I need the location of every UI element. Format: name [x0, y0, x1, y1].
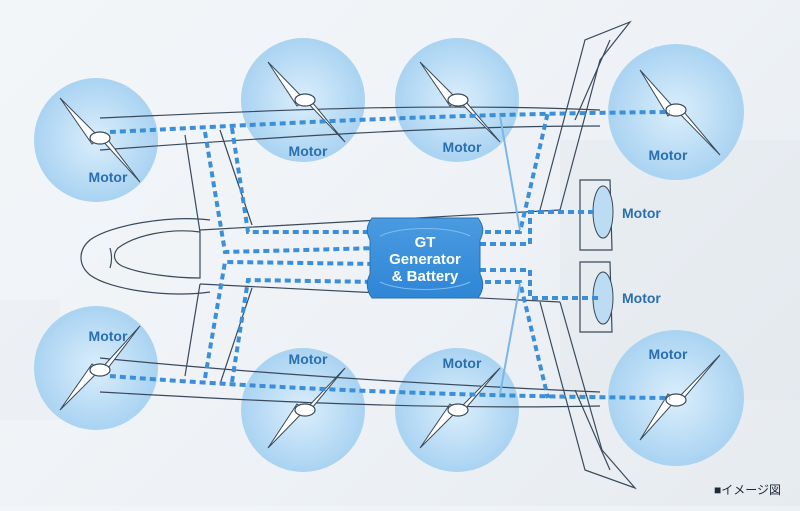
fuselage-nose [80, 218, 211, 295]
cable-upper-boom [109, 110, 671, 134]
motor-label-10: Motor [649, 346, 688, 362]
core-label-line3: & Battery [392, 268, 459, 285]
motor-label-1: Motor [89, 169, 128, 185]
motor-label-6: Motor [622, 290, 661, 306]
motor-label-7: Motor [89, 328, 128, 344]
motor-label-9: Motor [443, 355, 482, 371]
cable-lower-boom [109, 374, 671, 400]
motor-labels: Motor Motor Motor Motor Motor Motor Moto… [89, 139, 688, 371]
cockpit-canopy [113, 230, 201, 279]
core-block [366, 217, 484, 299]
gt-generator-battery: GT Generator & Battery [366, 217, 484, 299]
motor-label-2: Motor [289, 143, 328, 159]
propellers [59, 61, 721, 449]
power-cables [109, 110, 671, 400]
motor-label-5: Motor [622, 205, 661, 221]
motor-label-4: Motor [649, 147, 688, 163]
core-label-line1: GT [415, 234, 436, 251]
image-note: ■イメージ図 [714, 483, 781, 497]
motor-label-8: Motor [289, 351, 328, 367]
motor-label-3: Motor [443, 139, 482, 155]
core-label-line2: Generator [389, 251, 461, 268]
